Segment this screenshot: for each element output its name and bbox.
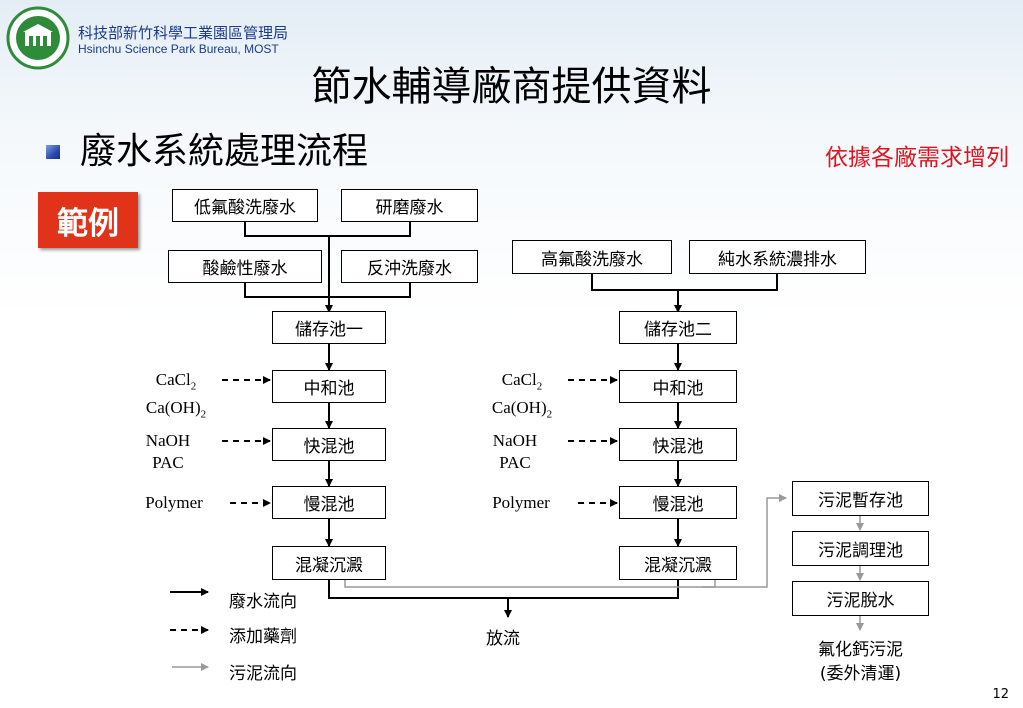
storage-tank-2: 儲存池二: [619, 311, 737, 344]
source-high-fluoride-acid: 高氟酸洗廢水: [512, 240, 672, 274]
legend-chemical-addition: 添加藥劑: [229, 627, 297, 647]
sludge-dewatering: 污泥脫水: [792, 581, 929, 616]
sludge-conditioning: 污泥調理池: [792, 531, 929, 566]
org-name-en: Hsinchu Science Park Bureau, MOST: [78, 42, 279, 56]
source-acid-alkali: 酸鹼性廢水: [168, 250, 322, 283]
chem-rapid-2: NaOH PAC: [492, 431, 538, 472]
sludge-temp-storage: 污泥暫存池: [792, 481, 929, 516]
source-backwash: 反沖洗廢水: [341, 250, 478, 283]
red-note: 依據各廠需求增列: [825, 145, 1009, 171]
sludge-final-line1: 氟化鈣污泥: [818, 640, 903, 660]
chem-neutral-2: CaCl2 Ca(OH)2: [491, 370, 553, 421]
coagulation-settling-1: 混凝沉澱: [272, 546, 386, 580]
neutralization-tank-1: 中和池: [272, 370, 386, 403]
org-name-cn: 科技部新竹科學工業園區管理局: [78, 24, 289, 42]
chem-rapid-1: NaOH PAC: [145, 431, 191, 472]
source-ro-concentrate: 純水系統濃排水: [689, 240, 866, 274]
slide-title: 節水輔導廠商提供資料: [311, 64, 712, 110]
slow-mix-tank-2: 慢混池: [619, 486, 737, 519]
page-number: 12: [992, 687, 1009, 702]
slide-subtitle: 廢水系統處理流程: [80, 131, 369, 172]
bullet-square-icon: [46, 145, 60, 159]
sludge-final-line2: (委外清運): [819, 664, 902, 684]
example-badge: 範例: [38, 192, 138, 248]
source-low-fluoride-acid: 低氟酸洗廢水: [172, 189, 318, 222]
rapid-mix-tank-1: 快混池: [272, 428, 386, 461]
slow-mix-tank-1: 慢混池: [272, 486, 386, 519]
legend-wastewater-flow: 廢水流向: [229, 592, 297, 612]
legend-sludge-flow: 污泥流向: [229, 664, 297, 684]
source-grinding: 研磨廢水: [341, 189, 478, 222]
park-bureau-logo-icon: [6, 6, 70, 70]
chem-neutral-1: CaCl2 Ca(OH)2: [145, 370, 207, 421]
chem-slow-1: Polymer: [145, 493, 203, 512]
storage-tank-1: 儲存池一: [272, 311, 386, 344]
discharge-label: 放流: [486, 629, 520, 649]
coagulation-settling-2: 混凝沉澱: [619, 546, 737, 580]
rapid-mix-tank-2: 快混池: [619, 428, 737, 461]
neutralization-tank-2: 中和池: [619, 370, 737, 403]
chem-slow-2: Polymer: [492, 493, 550, 512]
